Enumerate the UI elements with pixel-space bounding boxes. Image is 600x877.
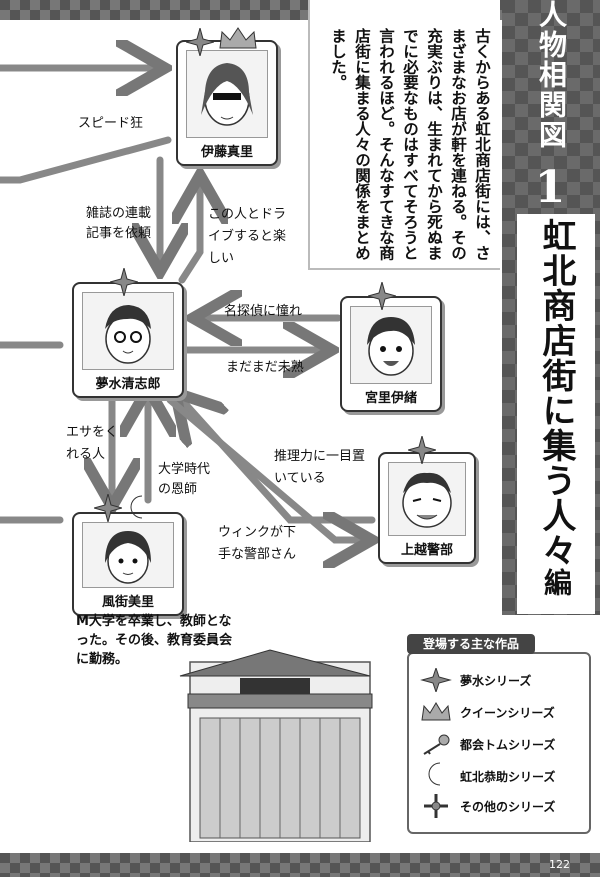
page-number: 122 — [549, 858, 570, 871]
uekoshi-portrait — [388, 462, 466, 536]
character-card-yumemizu: 夢水清志郎 — [72, 282, 184, 398]
legend-item-other: その他のシリーズ — [460, 800, 556, 814]
star-icon — [420, 668, 452, 692]
main-title-suffix: 編 — [540, 568, 573, 597]
intro-text: 古くからある虹北商店街には、さまざまなお店が軒を連ねる。その充実ぶりは、生まれて… — [329, 28, 491, 261]
character-card-uekoshi: 上越警部 — [378, 452, 476, 564]
main-title: 虹北商店街に集う人々編 — [536, 218, 576, 597]
yumemizu-portrait — [82, 292, 174, 370]
legend-item-yumemizu: 夢水シリーズ — [460, 674, 532, 688]
label-magazine: 雑誌の連載記事を依頼 — [86, 206, 152, 241]
arrow-yumemizu-to-ito — [182, 182, 200, 284]
label-feed: エサをくれる人 — [66, 425, 119, 462]
miyasato-name: 宮里伊緒 — [364, 391, 417, 406]
kazamachi-description: M大学を卒業し、教師となった。その後、教育委員会に勤務。 — [76, 614, 233, 667]
shop-illustration — [179, 649, 373, 842]
miyasato-portrait — [350, 306, 432, 384]
kazamachi-name: 風街美里 — [101, 595, 154, 610]
bottom-pattern-band — [0, 853, 600, 877]
uekoshi-star-icon — [408, 436, 436, 464]
label-mentor: 大学時代の恩師 — [158, 462, 211, 497]
legend-item-tom: 都会トムシリーズ — [460, 738, 556, 752]
miyasato-star-icon — [368, 282, 396, 310]
label-immature: まだまだ未熟 — [226, 360, 304, 375]
label-wink: ウィンクが下手な警部さん — [218, 525, 297, 562]
yumemizu-star-icon — [110, 268, 138, 296]
series-number: 1 — [534, 162, 566, 213]
crown-icon — [421, 702, 451, 721]
series-title: 人物相関図 — [535, 0, 568, 150]
kazamachi-portrait — [82, 522, 174, 588]
ito-star-icon — [186, 28, 214, 56]
title-panel — [517, 214, 595, 614]
character-card-ito: 伊藤真里 — [176, 40, 278, 166]
arrow-ito-speed — [0, 136, 172, 184]
ito-portrait — [186, 50, 268, 138]
label-reasoning: 推理力に一目置いている — [274, 449, 366, 486]
yumemizu-name: 夢水清志郎 — [95, 377, 161, 392]
arrow-yumemizu-to-uekoshi — [166, 396, 365, 540]
label-drive: この人とドライブすると楽しい — [208, 207, 287, 266]
key-icon — [423, 734, 450, 755]
moon-icon — [428, 762, 441, 786]
legend-item-queen: クイーンシリーズ — [460, 706, 555, 720]
ito-crown-icon — [219, 27, 257, 49]
kazamachi-star-icon — [94, 494, 122, 522]
uekoshi-name: 上越警部 — [400, 543, 453, 558]
legend-title: 登場する主な作品 — [407, 634, 535, 654]
cross-icon — [424, 794, 448, 818]
label-detective: 名探偵に憧れ — [224, 304, 303, 319]
ito-name: 伊藤真里 — [200, 145, 253, 160]
kazamachi-moon-icon — [130, 495, 143, 519]
character-card-miyasato: 宮里伊緒 — [340, 296, 442, 412]
label-speed: スピード狂 — [78, 116, 144, 131]
intro-box — [308, 0, 500, 270]
legend-item-kyosuke: 虹北恭助シリーズ — [460, 770, 556, 784]
character-card-kazamachi: 風街美里 — [72, 512, 184, 616]
